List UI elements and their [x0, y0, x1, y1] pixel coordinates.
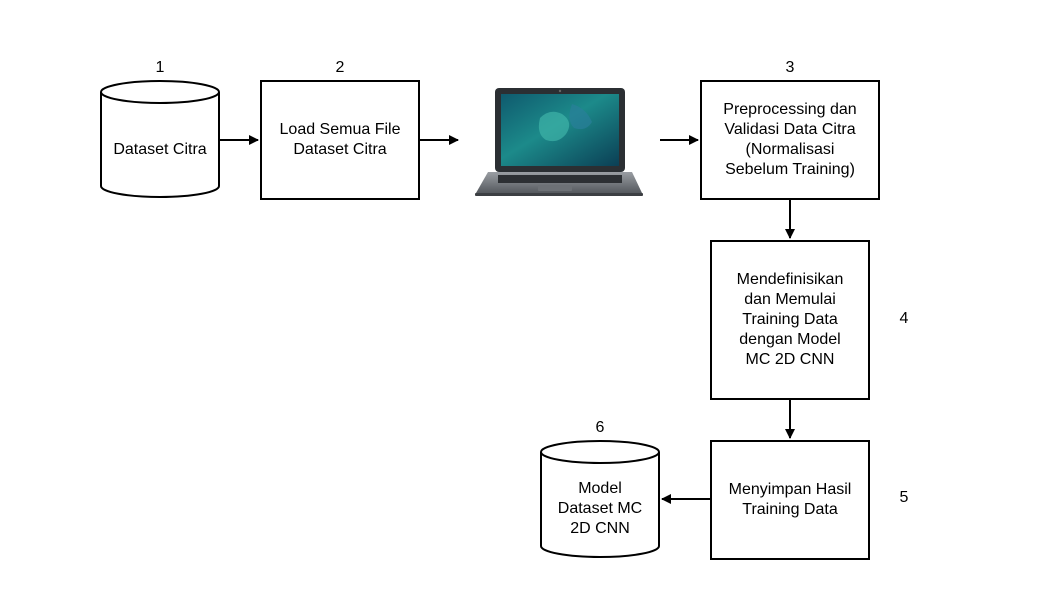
step-number-2: 2: [335, 59, 345, 76]
step-number-3: 3: [785, 59, 795, 76]
step-number-6: 6: [595, 419, 605, 436]
laptop-icon: [475, 88, 643, 196]
load-files-label: Load Semua File Dataset Citra: [279, 121, 401, 158]
training-label: Mendefinisikan dan Memulai Training Data…: [736, 271, 844, 368]
preprocessing-label: Preprocessing dan Validasi Data Citra (N…: [723, 101, 857, 178]
preprocessing-box: Preprocessing dan Validasi Data Citra (N…: [700, 80, 880, 200]
step-number-4: 4: [899, 310, 909, 327]
model-dataset-cylinder: [540, 440, 660, 558]
dataset-citra-cylinder: [100, 80, 220, 198]
load-files-box: Load Semua File Dataset Citra: [260, 80, 420, 200]
save-results-box: Menyimpan Hasil Training Data: [710, 440, 870, 560]
step-number-5: 5: [899, 489, 909, 506]
dataset-citra-label: Dataset Citra: [113, 141, 207, 158]
save-results-label: Menyimpan Hasil Training Data: [728, 481, 852, 518]
model-dataset-label: Model Dataset MC 2D CNN: [557, 480, 643, 537]
step-number-1: 1: [155, 59, 165, 76]
training-box: Mendefinisikan dan Memulai Training Data…: [710, 240, 870, 400]
